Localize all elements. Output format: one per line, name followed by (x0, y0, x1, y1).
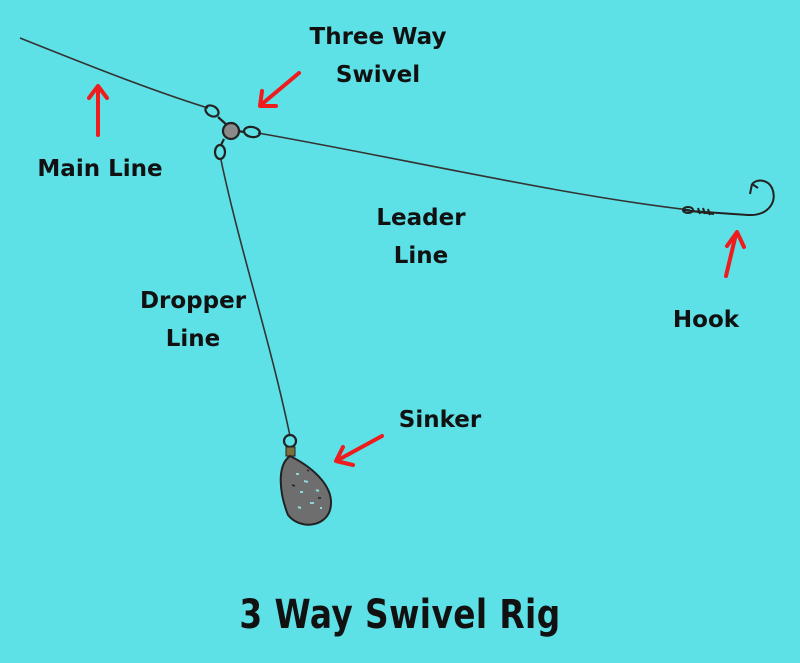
label-three-way-swivel: Three Way Swivel (290, 18, 466, 94)
main-line (19, 37, 209, 109)
label-three-way-swivel-line2: Swivel (335, 62, 421, 88)
arrows (87, 71, 746, 467)
label-dropper-line: Dropper Line (128, 282, 258, 358)
label-sinker-text: Sinker (398, 407, 482, 433)
leader-line (257, 132, 691, 211)
diagram-title: 3 Way Swivel Rig (239, 592, 561, 638)
arrow-main-line (87, 84, 109, 137)
arrow-hook (724, 230, 746, 278)
label-main-line-text: Main Line (37, 156, 163, 182)
sinker (279, 433, 332, 526)
label-hook-text: Hook (672, 307, 740, 333)
label-main-line: Main Line (30, 150, 170, 188)
three-way-swivel (204, 104, 262, 161)
label-dropper-line-line2: Line (165, 326, 221, 352)
label-three-way-swivel-line1: Three Way (309, 24, 447, 50)
label-leader-line: Leader Line (366, 199, 476, 275)
label-sinker: Sinker (385, 401, 495, 439)
label-leader-line-line1: Leader (376, 205, 466, 231)
label-hook: Hook (664, 301, 748, 339)
label-dropper-line-line1: Dropper (139, 288, 247, 314)
dropper-line (220, 159, 291, 437)
arrow-three-way-swivel (258, 71, 301, 108)
label-leader-line-line2: Line (393, 243, 449, 269)
arrow-sinker (334, 434, 384, 467)
hook (682, 179, 775, 217)
